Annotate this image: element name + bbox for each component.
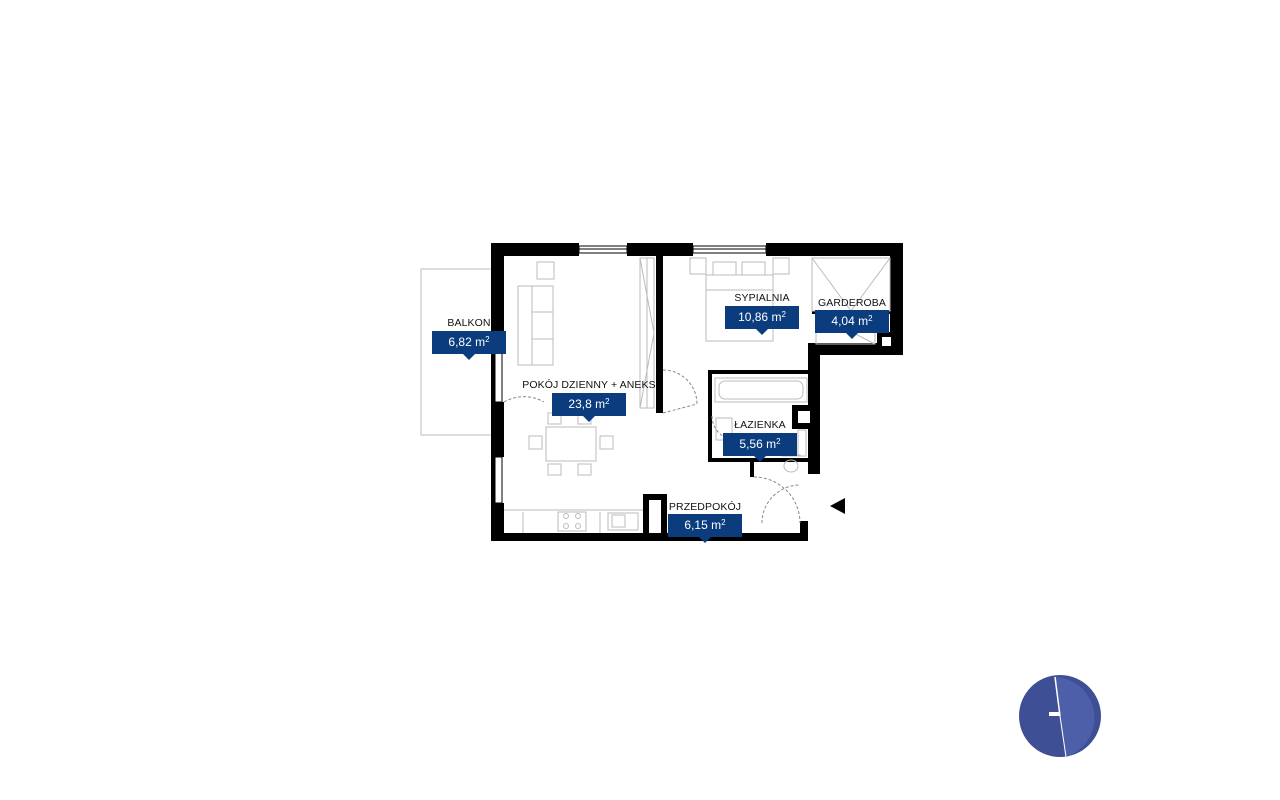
przedpokoj-area-tag: 6,15 m2 <box>668 514 742 543</box>
pokoj-area-exp: 2 <box>605 397 610 406</box>
balkon-label: BALKON <box>447 317 491 329</box>
sypialnia-area-value: 10,86 <box>738 310 769 324</box>
lazienka-area-tag: 5,56 m2 <box>723 433 797 462</box>
przedpokoj-label: PRZEDPOKÓJ <box>668 501 742 513</box>
pokoj-area-tag: 23,8 m2 <box>552 393 626 422</box>
sypialnia-area-exp: 2 <box>781 310 786 319</box>
exterior-walls <box>491 243 903 541</box>
compass-north-icon <box>1018 674 1102 758</box>
garderoba-area-value: 4,04 <box>831 314 855 328</box>
balkon-area-value: 6,82 <box>448 335 472 349</box>
balkon-area-unit: m <box>475 335 486 349</box>
pokoj-area-value: 23,8 <box>568 397 592 411</box>
garderoba-label: GARDEROBA <box>818 297 886 309</box>
balkon-area-tag: 6,82 m2 <box>432 331 506 360</box>
lazienka-area-exp: 2 <box>776 437 781 446</box>
shaft-bath-inner <box>798 411 810 423</box>
przedpokoj-area-unit: m <box>711 518 722 532</box>
przedpokoj-area-value: 6,15 <box>684 518 708 532</box>
sypialnia-area-unit: m <box>771 310 782 324</box>
entrance-arrow-icon <box>830 498 845 514</box>
sypialnia-label: SYPIALNIA <box>734 292 790 304</box>
shaft-wardrobe-inner <box>882 337 891 346</box>
pokoj-label: POKÓJ DZIENNY + ANEKS <box>522 379 656 391</box>
pokoj-area-unit: m <box>595 397 606 411</box>
garderoba-area-tag: 4,04 m2 <box>815 310 889 339</box>
sypialnia-area-tag: 10,86 m2 <box>725 306 799 335</box>
doors <box>503 369 801 524</box>
lazienka-area-unit: m <box>766 437 777 451</box>
przedpokoj-area-exp: 2 <box>721 518 726 527</box>
garderoba-area-unit: m <box>858 314 869 328</box>
windows <box>494 245 767 504</box>
balkon-area-exp: 2 <box>485 335 490 344</box>
garderoba-area-exp: 2 <box>868 314 873 323</box>
lazienka-label: ŁAZIENKA <box>734 419 786 431</box>
shaft-box <box>649 500 661 533</box>
lazienka-area-value: 5,56 <box>739 437 763 451</box>
